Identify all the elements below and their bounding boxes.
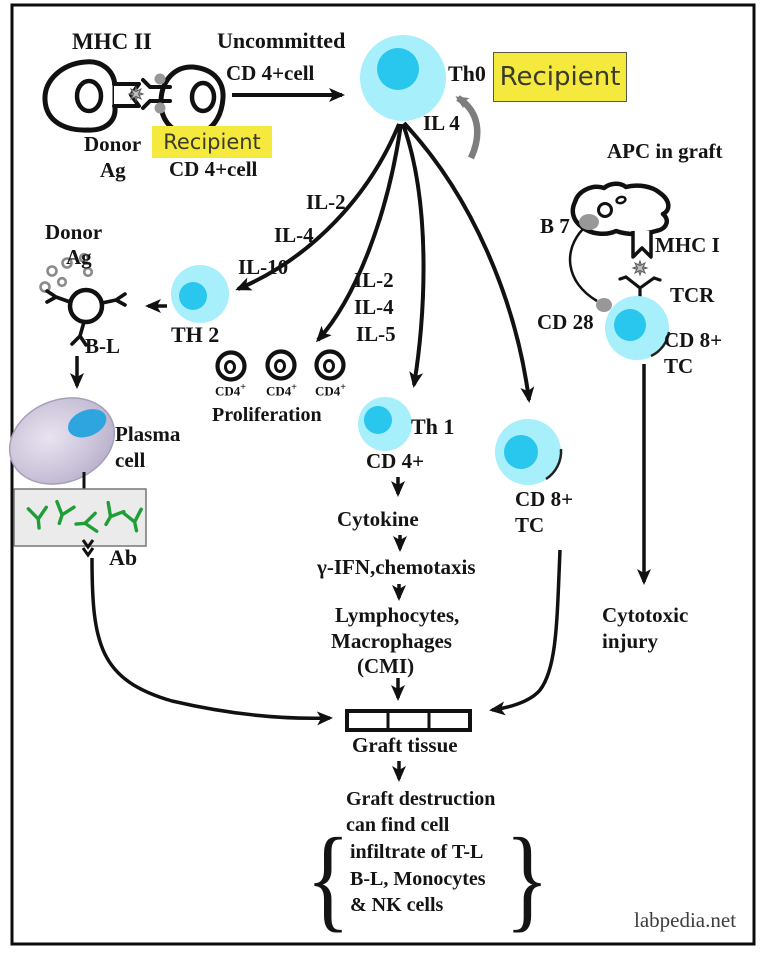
cd28-dot — [596, 298, 612, 312]
donor-apc-recipient-complex — [42, 59, 226, 140]
cmi-label: (CMI) — [357, 654, 415, 678]
th2-label: TH 2 — [171, 322, 220, 347]
donor-ag-granules — [39, 252, 94, 293]
cd28-label: CD 28 — [537, 310, 594, 334]
costim-dot — [154, 102, 166, 114]
cytotoxic-label-1: Cytotoxic — [602, 603, 689, 627]
destruction-line-2: can find cell — [346, 814, 450, 836]
th0-cell — [360, 35, 446, 121]
donor-left-label: Donor — [45, 220, 103, 244]
ag-top-label: Ag — [100, 158, 126, 182]
recipient-highlight-left: Recipient — [152, 126, 272, 158]
th1-chain-arrows — [391, 477, 407, 782]
destruction-line-5: & NK cells — [350, 894, 444, 916]
cd4-small-label: CD4+ — [266, 382, 297, 399]
cytotoxic-label-2: injury — [602, 629, 659, 653]
antigen-star-icon — [127, 85, 145, 103]
cd4-plus-sup: + — [340, 382, 346, 393]
graft-tissue-label: Graft tissue — [352, 733, 458, 757]
recipient-top-text: Recipient — [499, 62, 621, 92]
mhc1-label: MHC I — [655, 233, 720, 257]
arrow-cd8-to-graft — [489, 549, 562, 716]
tc-mid-label: TC — [515, 513, 545, 537]
watermark: labpedia.net — [634, 908, 737, 932]
cd4-text: CD4 — [266, 383, 292, 399]
cd4-text: CD4 — [215, 383, 241, 399]
arrow-th0-to-th2 — [235, 123, 401, 291]
bl-cell — [45, 287, 127, 347]
il4-mid-label: IL-4 — [354, 295, 394, 319]
th1-cell — [358, 397, 412, 451]
recipient-cd4cell-label: CD 4+cell — [169, 157, 258, 181]
lymphocytes-label: Lymphocytes, — [335, 603, 460, 627]
th0-label: Th0 — [448, 61, 486, 86]
cd8-right-label: CD 8+ — [664, 328, 723, 352]
th2-cell — [171, 265, 229, 323]
cd4-small-label: CD4+ — [215, 382, 246, 399]
tcr-label: TCR — [670, 283, 715, 307]
cd4-plus-sup: + — [240, 382, 246, 393]
costim-dot — [154, 73, 166, 85]
antibody-box — [13, 488, 147, 558]
ab-release-chevrons — [81, 539, 95, 558]
tcr-icon — [618, 275, 662, 300]
cd4plus-label: CD 4+ — [366, 449, 425, 473]
uncommitted-label: Uncommitted — [217, 28, 346, 53]
b7-label: B 7 — [540, 214, 570, 238]
destruction-line-1: Graft destruction — [346, 788, 496, 810]
tc-right-label: TC — [664, 354, 694, 378]
brace-right: } — [505, 815, 550, 942]
arrow-th0-to-cd8 — [402, 121, 535, 403]
il4-feedback-arrow — [455, 95, 481, 160]
cd8-mid-cell — [495, 419, 563, 485]
il2-left-label: IL-2 — [306, 190, 346, 214]
mhc2-label: MHC II — [72, 29, 152, 54]
il5-mid-label: IL-5 — [356, 322, 396, 346]
destruction-line-4: B-L, Monocytes — [350, 868, 486, 890]
ag-left-label: Ag — [66, 245, 92, 269]
apc-in-graft — [570, 181, 671, 259]
cd4-proliferation-cells — [215, 349, 346, 382]
recipient-left-text: Recipient — [163, 130, 261, 154]
cd4-text: CD4 — [315, 383, 341, 399]
gifn-chemotaxis-label: γ-IFN,chemotaxis — [317, 555, 476, 579]
apc-in-graft-label: APC in graft — [607, 139, 723, 163]
il4-left-label: IL-4 — [274, 223, 314, 247]
antigen-star-icon — [631, 259, 649, 277]
b7-dot — [579, 214, 599, 230]
arrow-th0-to-proliferation — [315, 123, 403, 343]
mhc1-icon — [631, 231, 653, 259]
cd8-mid-label: CD 8+ — [515, 487, 574, 511]
th0-cytokine-arrows — [235, 121, 535, 403]
cytokine-label: Cytokine — [337, 507, 419, 531]
arrow-ab-to-graft — [90, 557, 333, 726]
plasma-cell — [8, 397, 116, 485]
antibody-y-icons — [26, 499, 143, 533]
b7-cd28-arc — [568, 228, 598, 303]
arrow-th0-to-th1 — [401, 123, 426, 388]
cd4-small-label: CD4+ — [315, 382, 346, 399]
ab-label: Ab — [109, 545, 138, 570]
plasma-label-2: cell — [115, 448, 146, 472]
cd4cell-top-label: CD 4+cell — [226, 61, 315, 85]
plasma-label-1: Plasma — [115, 422, 181, 446]
th1-label: Th 1 — [411, 414, 455, 439]
destruction-line-3: infiltrate of T-L — [350, 841, 484, 863]
cd8-right-cell — [605, 296, 671, 360]
il10-left-label: IL-10 — [238, 255, 289, 279]
bl-label: B-L — [85, 334, 121, 358]
il2-mid-label: IL-2 — [354, 268, 394, 292]
proliferation-label: Proliferation — [212, 404, 322, 426]
graft-tissue-icon — [345, 709, 472, 732]
frame-border — [10, 3, 756, 946]
donor-top-label: Donor — [84, 132, 142, 156]
brace-left: { — [306, 815, 351, 942]
macrophages-label: Macrophages — [331, 629, 452, 653]
recipient-highlight-top: Recipient — [493, 52, 627, 102]
il4-feedback-label: IL 4 — [423, 111, 460, 135]
cd4-plus-sup: + — [291, 382, 297, 393]
